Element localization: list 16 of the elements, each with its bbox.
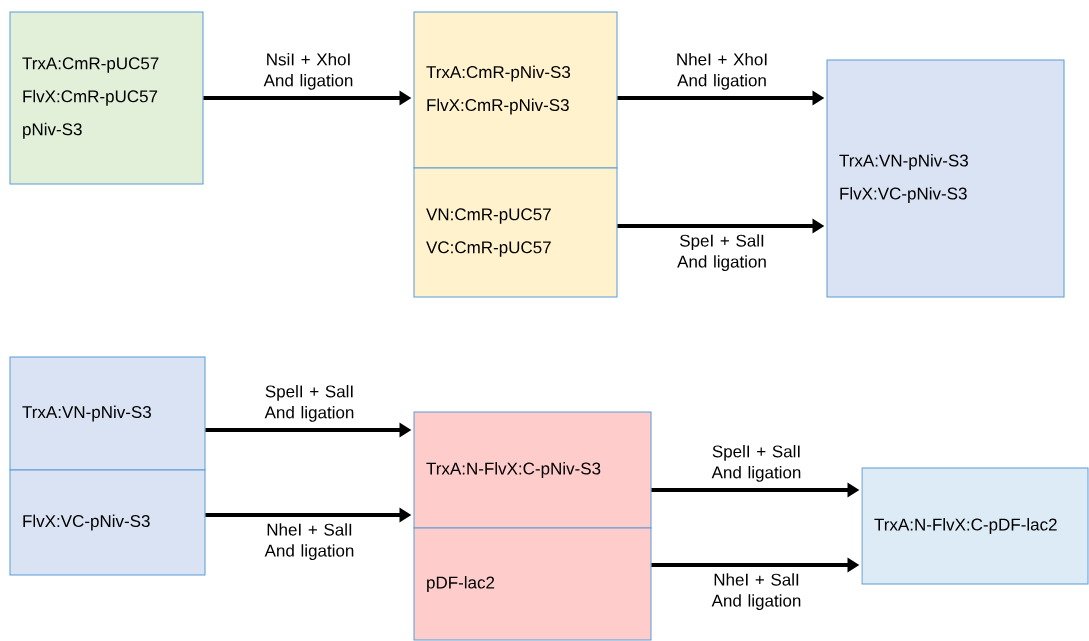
text-box: FlvX:VC-pNiv-S3 xyxy=(9,469,206,576)
text-box: VN:CmR-pUC57 VC:CmR-pUC57 xyxy=(413,167,618,298)
edge-label: NheI + SalI And ligation xyxy=(711,573,801,611)
edge-label: SpeI + SalI And ligation xyxy=(677,234,766,272)
text-box: TrxA:VN-pNiv-S3 xyxy=(9,356,206,471)
text-box: pDF-lac2 xyxy=(413,527,652,641)
edge-label: SpelI + SalI And ligation xyxy=(264,384,354,422)
text-box: TrxA:CmR-pNiv-S3 FlvX:CmR-pNiv-S3 xyxy=(413,11,618,169)
edge-label: NsiI + XhoI And ligation xyxy=(263,52,353,90)
edge-label: NheI + SalI And ligation xyxy=(264,523,354,561)
text-box: TrxA:CmR-pUC57 FlvX:CmR-pUC57 pNiv-S3 xyxy=(9,11,204,185)
edge-label: SpelI + SalI And ligation xyxy=(711,444,801,482)
text-box: TrxA:VN-pNiv-S3 FlvX:VC-pNiv-S3 xyxy=(826,59,1065,298)
text-box: TrxA:N-FlvX:C-pNiv-S3 xyxy=(413,411,652,529)
text-box: TrxA:N-FlvX:C-pDF-lac2 xyxy=(861,467,1089,585)
edge-label: NheI + XhoI And ligation xyxy=(677,52,767,90)
